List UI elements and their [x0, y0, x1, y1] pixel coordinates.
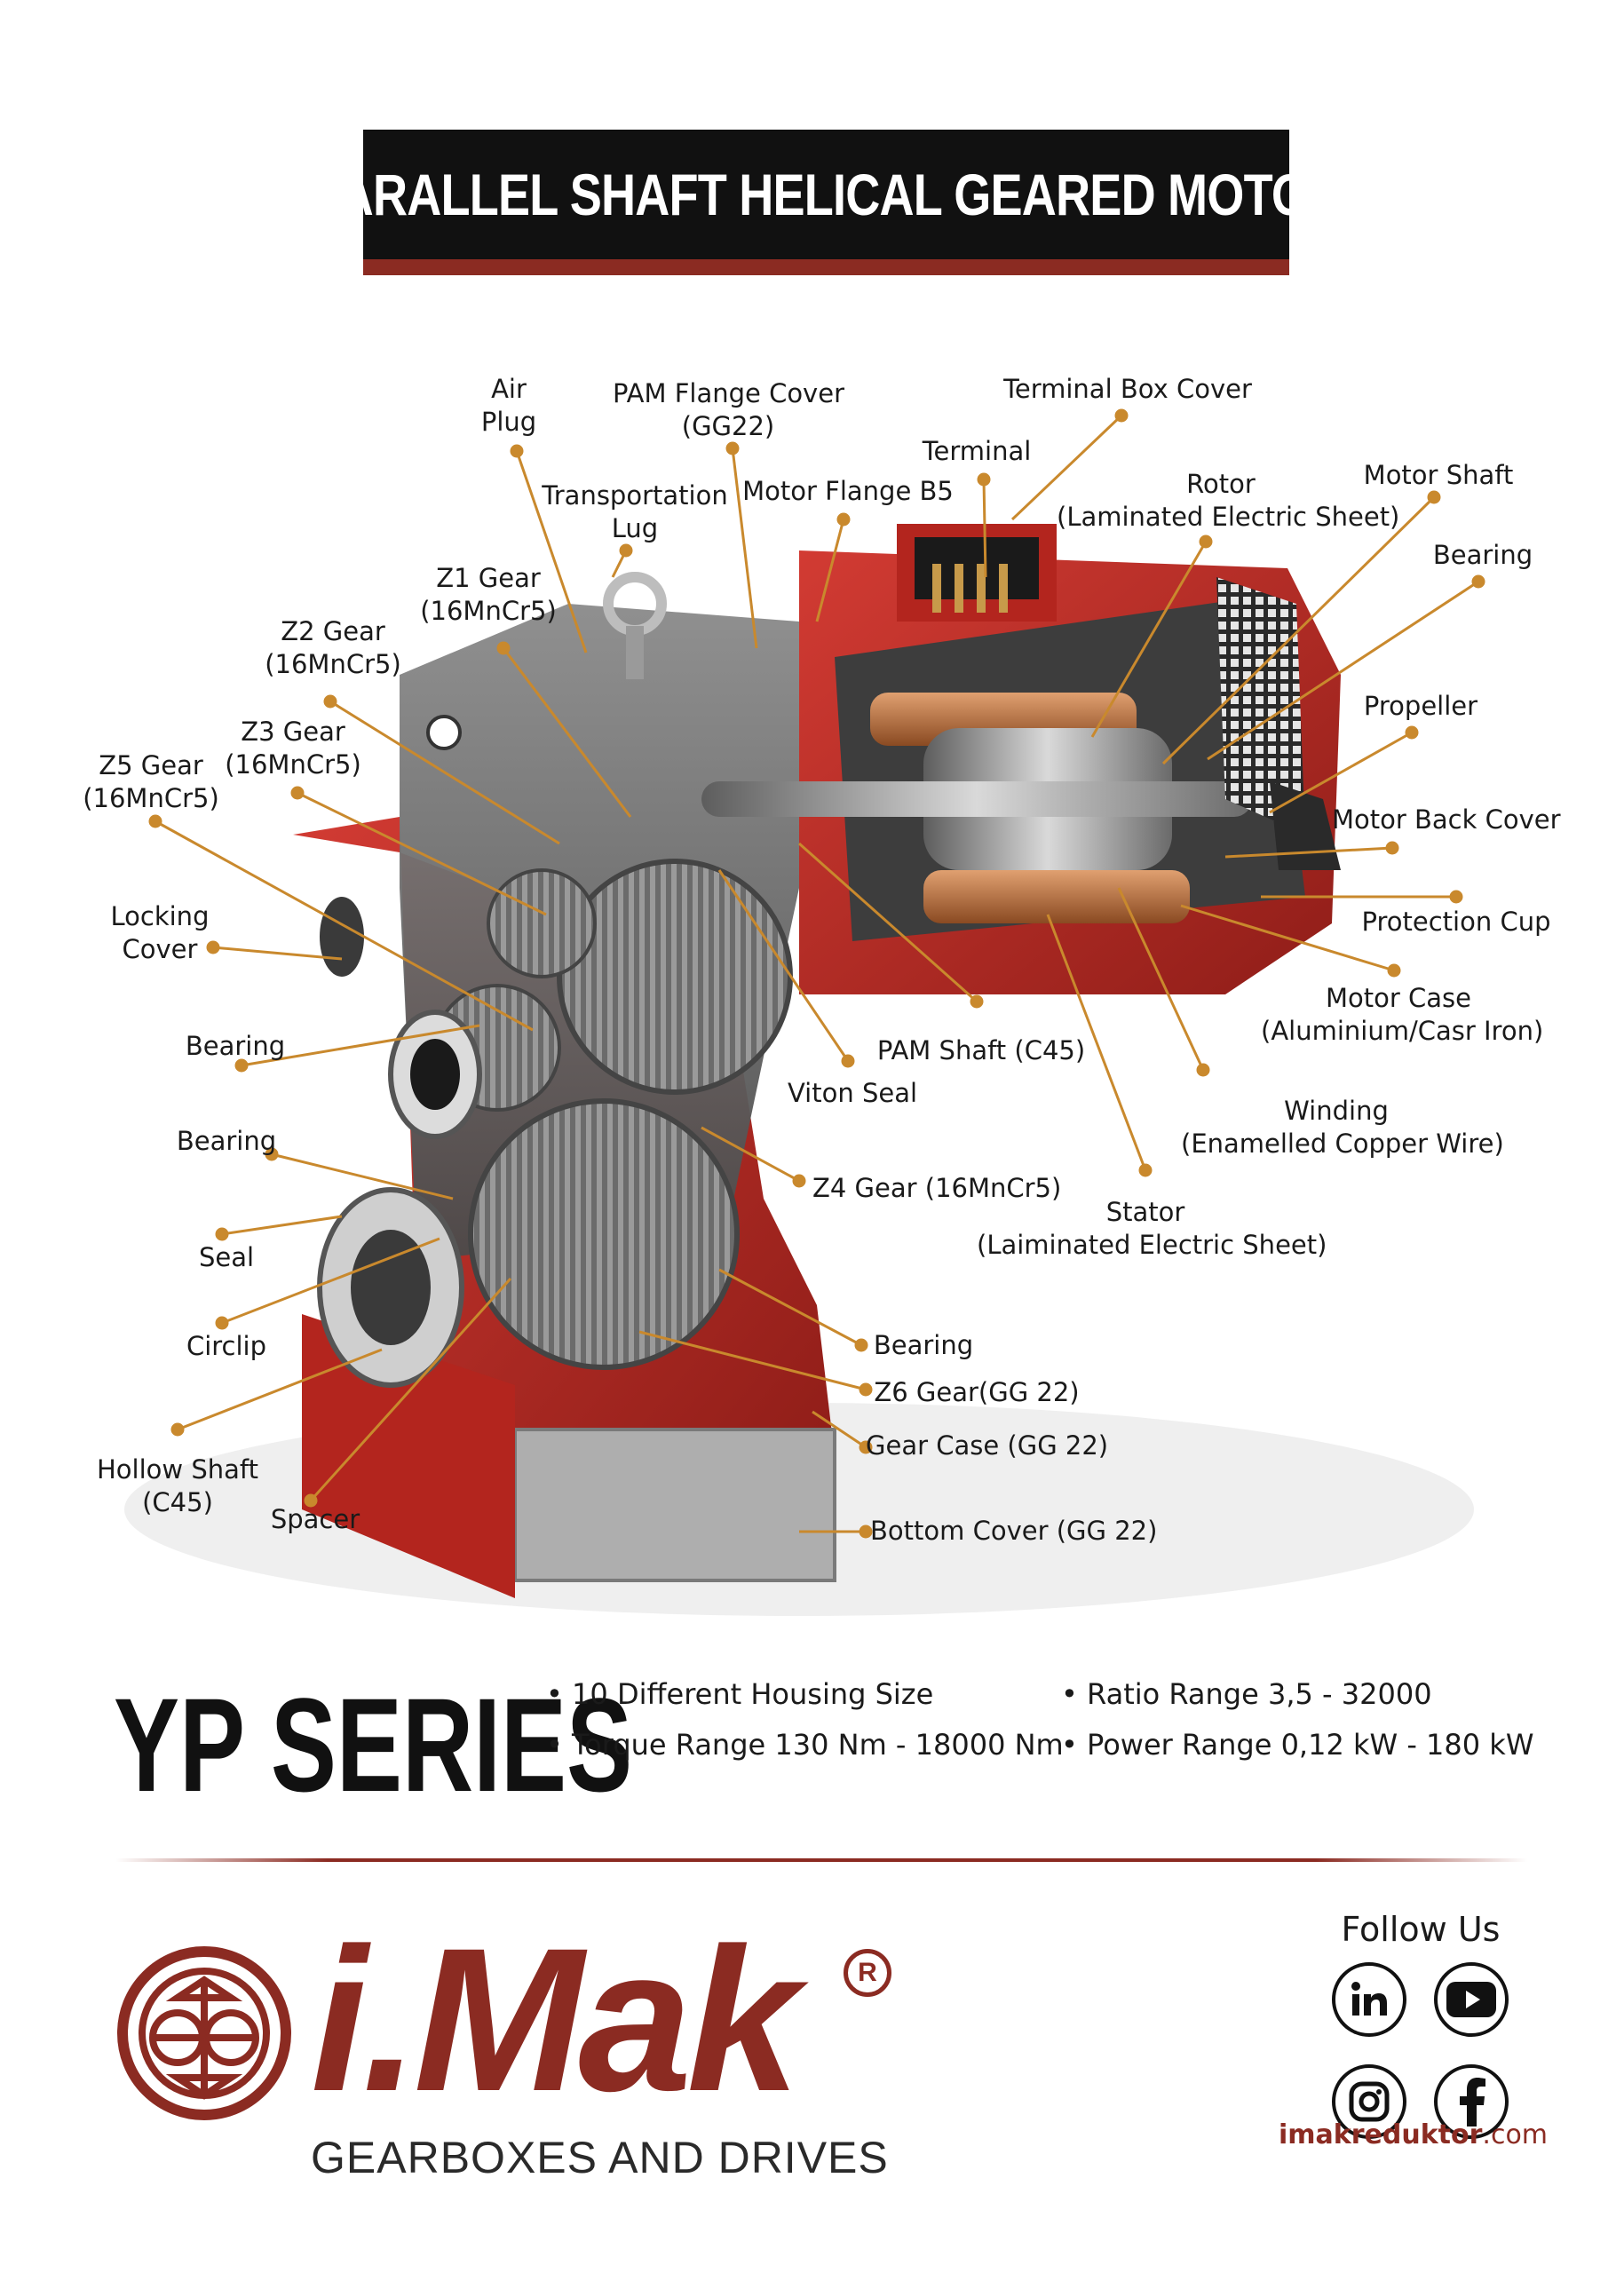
follow-us-heading: Follow Us — [1341, 1910, 1501, 1949]
gear-large-upper — [557, 859, 793, 1095]
page-title: PARALLEL SHAFT HELICAL GEARED MOTOR — [311, 162, 1343, 227]
label-bearing-left-2: Bearing — [176, 1126, 277, 1156]
linkedin-icon[interactable] — [1332, 1962, 1406, 2037]
label-motor-back-cover: Motor Back Cover — [1332, 804, 1561, 835]
label-hollow-shaft: Hollow Shaft(C45) — [97, 1454, 258, 1517]
label-bearing-left-1: Bearing — [185, 1031, 286, 1061]
label-z5-gear: Z5 Gear(16MnCr5) — [83, 750, 219, 813]
label-pam-shaft: PAM Shaft (C45) — [876, 1035, 1086, 1065]
label-motor-flange-b5: Motor Flange B5 — [742, 476, 954, 506]
brand-name: i.Mak — [311, 1905, 800, 2134]
website-domain-bold: imakreduktor — [1279, 2119, 1483, 2150]
spec-housing: • 10 Different Housing Size — [546, 1677, 934, 1711]
bottom-cover-plate — [513, 1428, 836, 1582]
gear-case-front — [302, 1314, 515, 1598]
motor-cutaway-illustration — [124, 408, 1485, 1616]
website-link[interactable]: imakreduktor.com — [1279, 2118, 1549, 2153]
label-winding: Winding(Enamelled Copper Wire) — [1181, 1096, 1504, 1159]
label-z4-gear: Z4 Gear (16MnCr5) — [812, 1173, 1062, 1203]
section-divider — [115, 1858, 1527, 1862]
label-z3-gear: Z3 Gear(16MnCr5) — [225, 717, 361, 780]
website-domain-suffix: .com — [1482, 2119, 1549, 2150]
instagram-icon[interactable] — [1332, 2064, 1406, 2139]
label-bearing-motor: Bearing — [1432, 540, 1533, 570]
label-seal: Seal — [198, 1242, 255, 1272]
locking-cover-disc — [320, 897, 364, 977]
stator-winding-bottom — [923, 870, 1190, 923]
registered-mark: R — [844, 1949, 891, 1997]
label-bottom-cover: Bottom Cover (GG 22) — [870, 1516, 1158, 1546]
label-pam-flange-cover: PAM Flange Cover(GG22) — [613, 378, 844, 441]
gear-large-lower — [468, 1098, 740, 1370]
spec-ratio: • Ratio Range 3,5 - 32000 — [1061, 1677, 1432, 1711]
facebook-icon[interactable] — [1434, 2064, 1509, 2139]
label-motor-shaft: Motor Shaft — [1363, 460, 1514, 490]
brand-logo-mark — [117, 1946, 291, 2120]
label-protection-cup: Protection Cup — [1361, 907, 1551, 937]
label-circlip: Circlip — [186, 1331, 267, 1361]
spec-torque: • Torque Range 130 Nm - 18000 Nm — [546, 1728, 1064, 1762]
label-spacer: Spacer — [270, 1504, 360, 1534]
label-stator: Stator(Laiminated Electric Sheet) — [977, 1197, 1327, 1260]
label-gear-case: Gear Case (GG 22) — [866, 1430, 1109, 1461]
pinion-upper — [487, 868, 597, 978]
label-z2-gear: Z2 Gear(16MnCr5) — [265, 616, 401, 679]
series-title: YP SERIES — [114, 1670, 633, 1819]
label-rotor: Rotor(Laminated Electric Sheet) — [1057, 469, 1400, 532]
label-z6-gear: Z6 Gear(GG 22) — [874, 1377, 1080, 1407]
motor-shaft-body — [701, 781, 1252, 817]
youtube-icon[interactable] — [1434, 1962, 1509, 2037]
label-propeller: Propeller — [1363, 691, 1478, 721]
label-terminal-box-cover: Terminal Box Cover — [1003, 374, 1252, 404]
label-viton-seal: Viton Seal — [787, 1078, 918, 1108]
label-motor-case: Motor Case(Aluminium/Casr Iron) — [1261, 983, 1544, 1046]
title-banner: PARALLEL SHAFT HELICAL GEARED MOTOR — [311, 130, 1343, 275]
housing-bolt-hole — [426, 715, 462, 750]
brand-tagline: GEARBOXES AND DRIVES — [311, 2133, 889, 2182]
label-z1-gear: Z1 Gear(16MnCr5) — [420, 563, 557, 626]
label-terminal: Terminal — [922, 436, 1032, 466]
label-bearing-bottom: Bearing — [873, 1330, 974, 1360]
spec-power: • Power Range 0,12 kW - 180 kW — [1061, 1728, 1534, 1762]
fan-mesh — [1216, 577, 1305, 835]
